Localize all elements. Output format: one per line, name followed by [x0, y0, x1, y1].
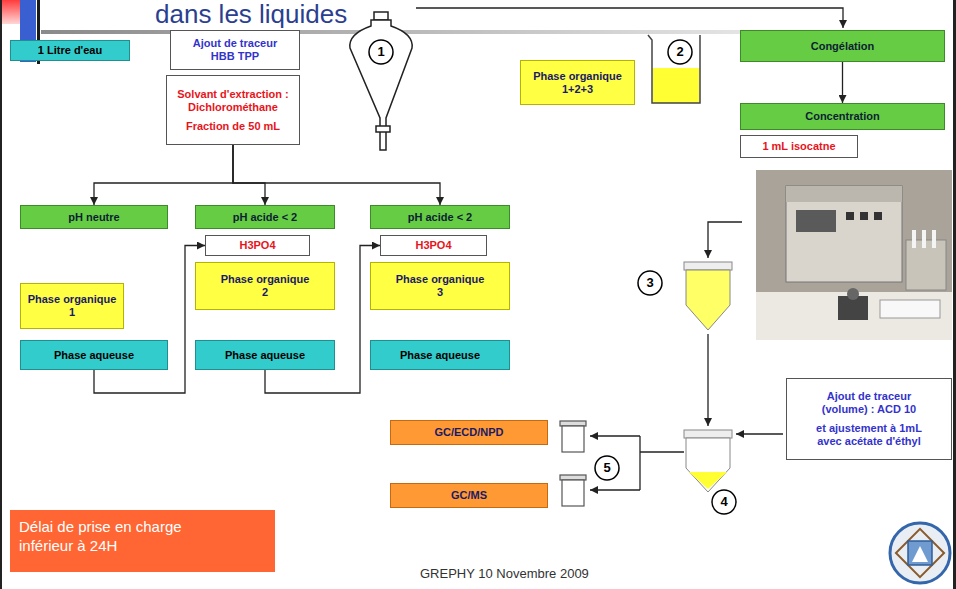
node-text: Phase organique 1 — [25, 293, 119, 319]
organic-box: Phase organique 3 — [370, 262, 510, 310]
node-text: GC/ECD/NPD — [434, 426, 503, 439]
reagent-note: 1 mL isocatne — [740, 135, 858, 158]
conical-tube — [684, 262, 732, 330]
flow-arrow — [842, 62, 843, 103]
node-text: Phase organique 3 — [393, 273, 488, 299]
node-text: H3PO4 — [415, 239, 451, 252]
node-text: GC/MS — [451, 489, 487, 502]
aqueous-box: Phase aqueuse — [370, 340, 510, 370]
step-box: Concentration — [740, 103, 945, 130]
node-text: Phase organique 1+2+3 — [530, 70, 625, 96]
tracer-note: Ajout de traceur (volume) : ACD 10 et aju… — [786, 378, 952, 460]
node-text: pH acide < 2 — [408, 211, 473, 224]
callout-circle — [712, 490, 736, 514]
callout-circle — [638, 271, 662, 295]
footer-text: GREPHY 10 Novembre 2009 — [420, 566, 640, 582]
callout-circle — [369, 40, 393, 64]
step-box: Congélation — [740, 30, 945, 62]
node-text: 1 Litre d'eau — [38, 44, 102, 57]
node-text: H3PO4 — [239, 239, 275, 252]
node-text: Solvant d'extraction : Dichlorométhane — [175, 88, 291, 114]
callout-number: 3 — [638, 276, 662, 290]
callout-number: 4 — [712, 495, 736, 509]
node-text: Congélation — [811, 40, 875, 53]
callout-circle — [668, 40, 692, 64]
aqueous-box: Phase aqueuse — [195, 340, 335, 370]
callout-number: 2 — [668, 45, 692, 59]
node-text: et ajustement à 1mL avec acétate d'éthyl — [813, 422, 925, 448]
step-box: pH acide < 2 — [195, 205, 335, 229]
reagent-note: H3PO4 — [380, 235, 487, 256]
slide-border — [0, 0, 2, 589]
instrument-photo — [756, 170, 952, 340]
node-text: pH acide < 2 — [233, 211, 298, 224]
tracer-note: Ajout de traceur HBB TPP — [170, 30, 300, 70]
vials — [560, 421, 586, 506]
delay-note: Délai de prise en charge inférieur à 24H — [10, 510, 275, 572]
callout-circle — [595, 456, 619, 480]
node-text: Concentration — [805, 110, 880, 123]
flow-arrow — [233, 145, 265, 205]
conical-tube — [684, 430, 732, 492]
organic-box: Phase organique 1 — [20, 283, 124, 329]
separatory-funnel — [350, 12, 412, 150]
flow-arrow — [233, 145, 440, 205]
organic-box: Phase organique 1+2+3 — [520, 60, 635, 105]
analysis-box: GC/ECD/NPD — [390, 420, 548, 445]
aqueous-box: 1 Litre d'eau — [10, 40, 130, 61]
aqueous-box: Phase aqueuse — [20, 340, 168, 370]
node-text: Phase organique 2 — [218, 273, 313, 299]
node-text: Délai de prise en charge inférieur à 24H — [19, 517, 229, 555]
node-text: Phase aqueuse — [400, 349, 480, 362]
callout-number: 5 — [595, 461, 619, 475]
flow-arrow — [94, 145, 233, 205]
beaker — [648, 35, 700, 103]
node-text: Phase aqueuse — [54, 349, 134, 362]
decor-square — [2, 0, 20, 24]
node-text: Ajout de traceur HBB TPP — [185, 37, 285, 63]
callout-number: 1 — [369, 45, 393, 59]
reagent-note: H3PO4 — [205, 235, 310, 256]
logo — [890, 523, 950, 583]
slide-border — [953, 0, 956, 589]
node-text: pH neutre — [68, 211, 119, 224]
node-text: Phase aqueuse — [225, 349, 305, 362]
node-text: Ajout de traceur (volume) : ACD 10 — [813, 390, 925, 416]
node-text: Fraction de 50 mL — [186, 120, 280, 133]
step-box: pH neutre — [20, 205, 168, 229]
node-text: 1 mL isocatne — [762, 140, 835, 153]
analysis-box: GC/MS — [390, 483, 548, 508]
slide-title: dans les liquides — [155, 0, 347, 28]
organic-box: Phase organique 2 — [195, 262, 335, 310]
step-box: pH acide < 2 — [370, 205, 510, 229]
reagent-note: Solvant d'extraction : DichlorométhaneFr… — [166, 75, 300, 145]
